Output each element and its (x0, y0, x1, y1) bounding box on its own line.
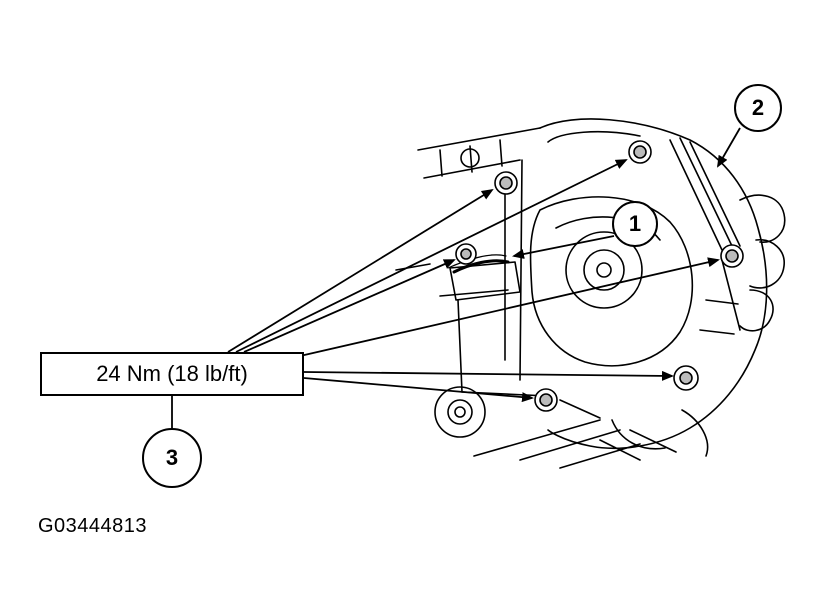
leader-line-lower-center (303, 377, 534, 403)
bolt-upper-center (628, 140, 652, 164)
callout-1-label: 1 (628, 211, 642, 236)
right-cover-details (669, 137, 786, 335)
callout-2: 2 (734, 84, 782, 132)
callout-3-label: 3 (165, 445, 179, 470)
bolt-upper-left (494, 171, 518, 195)
leader-line-left-middle (243, 259, 456, 353)
torque-spec-box: 24 Nm (18 lb/ft) (40, 352, 304, 396)
lower-boss (434, 386, 486, 438)
figure-code: G03444813 (38, 515, 148, 537)
lower-brace (473, 399, 677, 469)
bolt-left-middle (455, 243, 477, 265)
callout-1: 1 (612, 201, 658, 247)
leader-line-callout-1 (512, 235, 615, 259)
axle-tube (417, 127, 541, 179)
leader-line-upper-center (235, 159, 628, 353)
housing-outline (504, 118, 768, 457)
callout-2-label: 2 (751, 95, 765, 120)
bolt-lower-right (673, 365, 699, 391)
leader-line-callout-2 (716, 127, 741, 168)
bolt-lower-center (534, 388, 558, 412)
bolt-right-middle (720, 244, 744, 268)
leader-line-upper-left (227, 188, 494, 353)
leader-line-lower-right (303, 370, 674, 381)
leader-line-right-middle (299, 257, 720, 357)
torque-spec-label: 24 Nm (18 lb/ft) (96, 361, 248, 386)
callout-3: 3 (142, 428, 202, 488)
